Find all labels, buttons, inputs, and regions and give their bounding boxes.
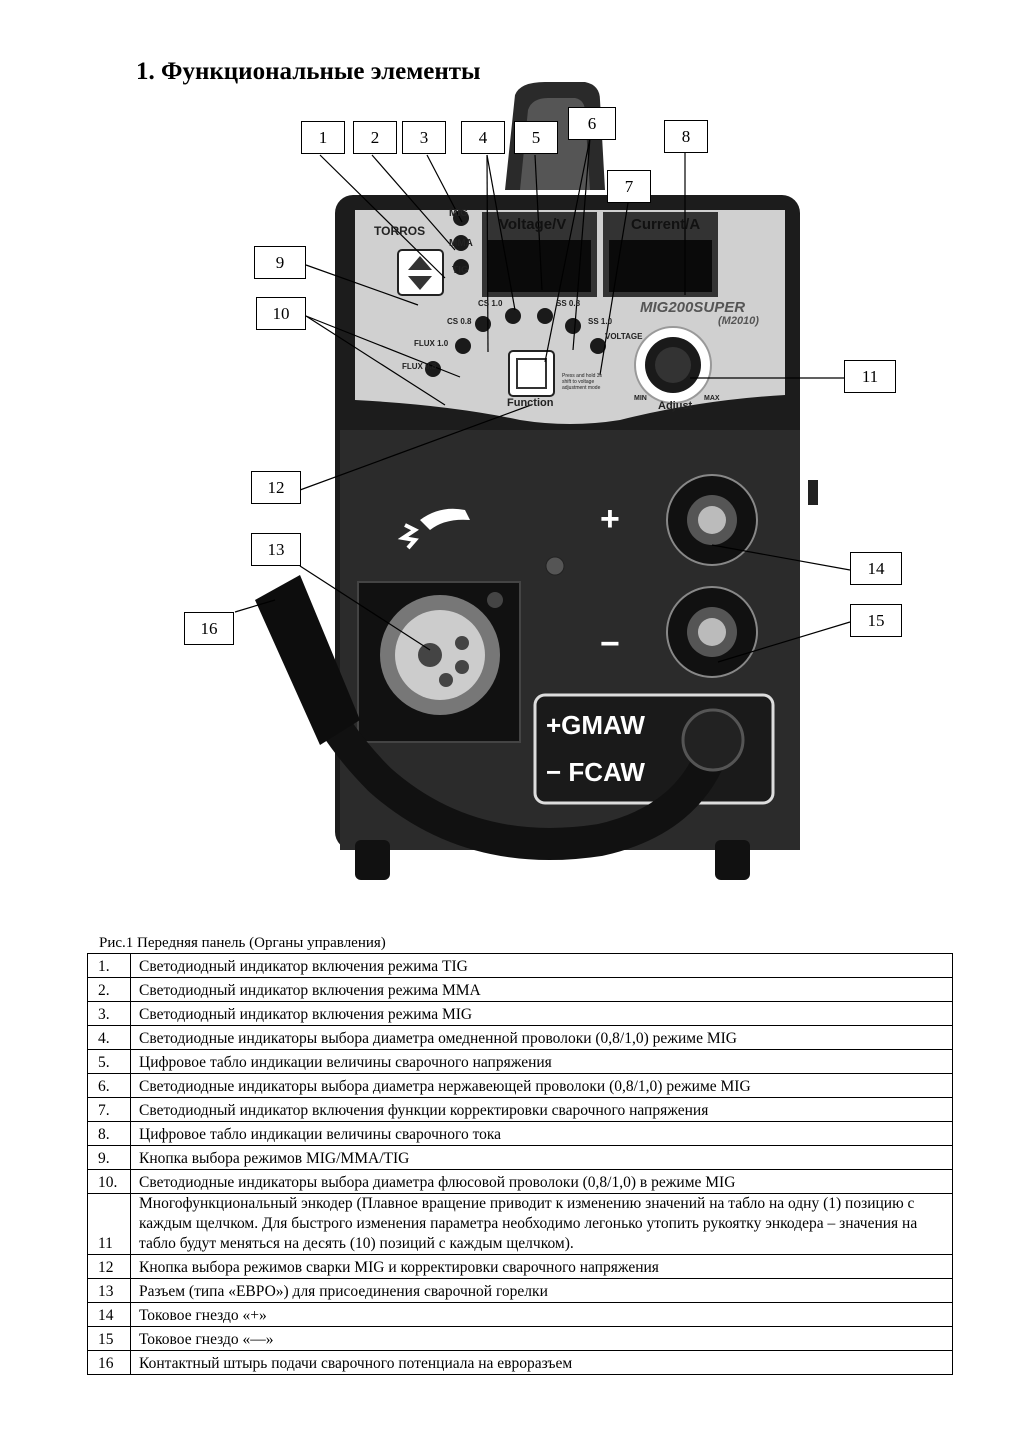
legend-description: Светодиодные индикаторы выбора диаметра … bbox=[130, 1025, 953, 1050]
table-row: 9.Кнопка выбора режимов MIG/MMA/TIG bbox=[87, 1145, 953, 1170]
callout-5: 5 bbox=[514, 121, 558, 154]
callout-10: 10 bbox=[256, 297, 306, 330]
max-label: MAX bbox=[704, 395, 720, 402]
legend-description: Светодиодный индикатор включения функции… bbox=[130, 1097, 953, 1122]
legend-description: Светодиодный индикатор включения режима … bbox=[130, 953, 953, 978]
welder-illustration bbox=[234, 82, 851, 880]
legend-table: 1.Светодиодный индикатор включения режим… bbox=[87, 953, 953, 1375]
callout-15: 15 bbox=[850, 604, 902, 637]
led-label-flux08: FLUX 0.8 bbox=[402, 362, 437, 371]
brand-logo-text: TORROS bbox=[374, 224, 426, 238]
legend-number: 2. bbox=[87, 977, 131, 1002]
legend-number: 6. bbox=[87, 1073, 131, 1098]
legend-number: 11 bbox=[87, 1193, 131, 1255]
mode-label-mig: MIG bbox=[449, 208, 468, 219]
callout-13: 13 bbox=[251, 533, 301, 566]
table-row: 3.Светодиодный индикатор включения режим… bbox=[87, 1001, 953, 1026]
function-button-label: Function bbox=[507, 397, 554, 409]
legend-description: Светодиодный индикатор включения режима … bbox=[130, 1001, 953, 1026]
callout-16: 16 bbox=[184, 612, 234, 645]
legend-number: 16 bbox=[87, 1350, 131, 1375]
min-label: MIN bbox=[634, 395, 647, 402]
legend-number: 3. bbox=[87, 1001, 131, 1026]
fcaw-label: − FCAW bbox=[546, 757, 645, 787]
legend-number: 5. bbox=[87, 1049, 131, 1074]
callout-8: 8 bbox=[664, 120, 708, 153]
figure-caption: Рис.1 Передняя панель (Органы управления… bbox=[99, 935, 386, 951]
legend-description: Кнопка выбора режимов сварки MIG и корре… bbox=[130, 1254, 953, 1279]
table-row: 7.Светодиодный индикатор включения функц… bbox=[87, 1097, 953, 1122]
led-label-cs08: CS 0.8 bbox=[447, 317, 472, 326]
callout-14: 14 bbox=[850, 552, 902, 585]
table-row: 4.Светодиодные индикаторы выбора диаметр… bbox=[87, 1025, 953, 1050]
callout-12: 12 bbox=[251, 471, 301, 504]
legend-description: Разъем (типа «ЕВРО») для присоединения с… bbox=[130, 1278, 953, 1303]
callout-4: 4 bbox=[461, 121, 505, 154]
section-heading: 1. Функциональные элементы bbox=[136, 58, 481, 85]
callout-11: 11 bbox=[844, 360, 896, 393]
legend-description: Контактный штырь подачи сварочного потен… bbox=[130, 1350, 953, 1375]
table-row: 10.Светодиодные индикаторы выбора диамет… bbox=[87, 1169, 953, 1194]
voltage-display-label: Voltage/V bbox=[499, 216, 567, 233]
table-row: 8.Цифровое табло индикации величины свар… bbox=[87, 1121, 953, 1146]
callout-9: 9 bbox=[254, 246, 306, 279]
led-label-voltage: VOLTAGE bbox=[605, 332, 643, 341]
legend-description: Цифровое табло индикации величины свароч… bbox=[130, 1049, 953, 1074]
gmaw-label: +GMAW bbox=[546, 710, 645, 740]
legend-number: 8. bbox=[87, 1121, 131, 1146]
legend-number: 14 bbox=[87, 1302, 131, 1327]
callout-7: 7 bbox=[607, 170, 651, 203]
callout-1: 1 bbox=[301, 121, 345, 154]
mode-label-mma: MMA bbox=[449, 238, 473, 249]
legend-number: 9. bbox=[87, 1145, 131, 1170]
hint-label: Press and hold 3s shift to voltage adjus… bbox=[562, 373, 603, 391]
table-row: 2.Светодиодный индикатор включения режим… bbox=[87, 977, 953, 1002]
legend-number: 12 bbox=[87, 1254, 131, 1279]
table-row: 1.Светодиодный индикатор включения режим… bbox=[87, 953, 953, 978]
front-panel-figure: TORROS MIG MMA TIG Voltage/V Current/A M… bbox=[184, 82, 902, 880]
legend-number: 1. bbox=[87, 953, 131, 978]
legend-number: 10. bbox=[87, 1169, 131, 1194]
callout-3: 3 bbox=[402, 121, 446, 154]
mode-label-tig: TIG bbox=[452, 265, 469, 276]
legend-description: Светодиодный индикатор включения режима … bbox=[130, 977, 953, 1002]
current-display-label: Current/A bbox=[631, 216, 701, 233]
led-label-cs10: CS 1.0 bbox=[478, 299, 503, 308]
model-sub: (M2010) bbox=[718, 315, 759, 327]
minus-socket-label: − bbox=[600, 625, 620, 663]
legend-description: Токовое гнездо «+» bbox=[130, 1302, 953, 1327]
plus-socket-label: + bbox=[600, 500, 620, 538]
adjust-label: Adjust bbox=[658, 400, 693, 412]
legend-description: Светодиодные индикаторы выбора диаметра … bbox=[130, 1073, 953, 1098]
legend-number: 4. bbox=[87, 1025, 131, 1050]
callout-2: 2 bbox=[353, 121, 397, 154]
led-label-flux10: FLUX 1.0 bbox=[414, 339, 449, 348]
legend-number: 15 bbox=[87, 1326, 131, 1351]
legend-description: Кнопка выбора режимов MIG/MMA/TIG bbox=[130, 1145, 953, 1170]
legend-description: Многофункциональный энкодер (Плавное вра… bbox=[130, 1193, 953, 1255]
led-label-ss08: SS 0.8 bbox=[556, 299, 581, 308]
led-label-ss10: SS 1.0 bbox=[588, 317, 613, 326]
table-row: 6.Светодиодные индикаторы выбора диаметр… bbox=[87, 1073, 953, 1098]
legend-number: 7. bbox=[87, 1097, 131, 1122]
table-row: 5.Цифровое табло индикации величины свар… bbox=[87, 1049, 953, 1074]
legend-description: Светодиодные индикаторы выбора диаметра … bbox=[130, 1169, 953, 1194]
model-name: MIG200SUPER bbox=[640, 299, 746, 316]
legend-description: Токовое гнездо «—» bbox=[130, 1326, 953, 1351]
legend-number: 13 bbox=[87, 1278, 131, 1303]
legend-description: Цифровое табло индикации величины свароч… bbox=[130, 1121, 953, 1146]
callout-6: 6 bbox=[568, 107, 616, 140]
